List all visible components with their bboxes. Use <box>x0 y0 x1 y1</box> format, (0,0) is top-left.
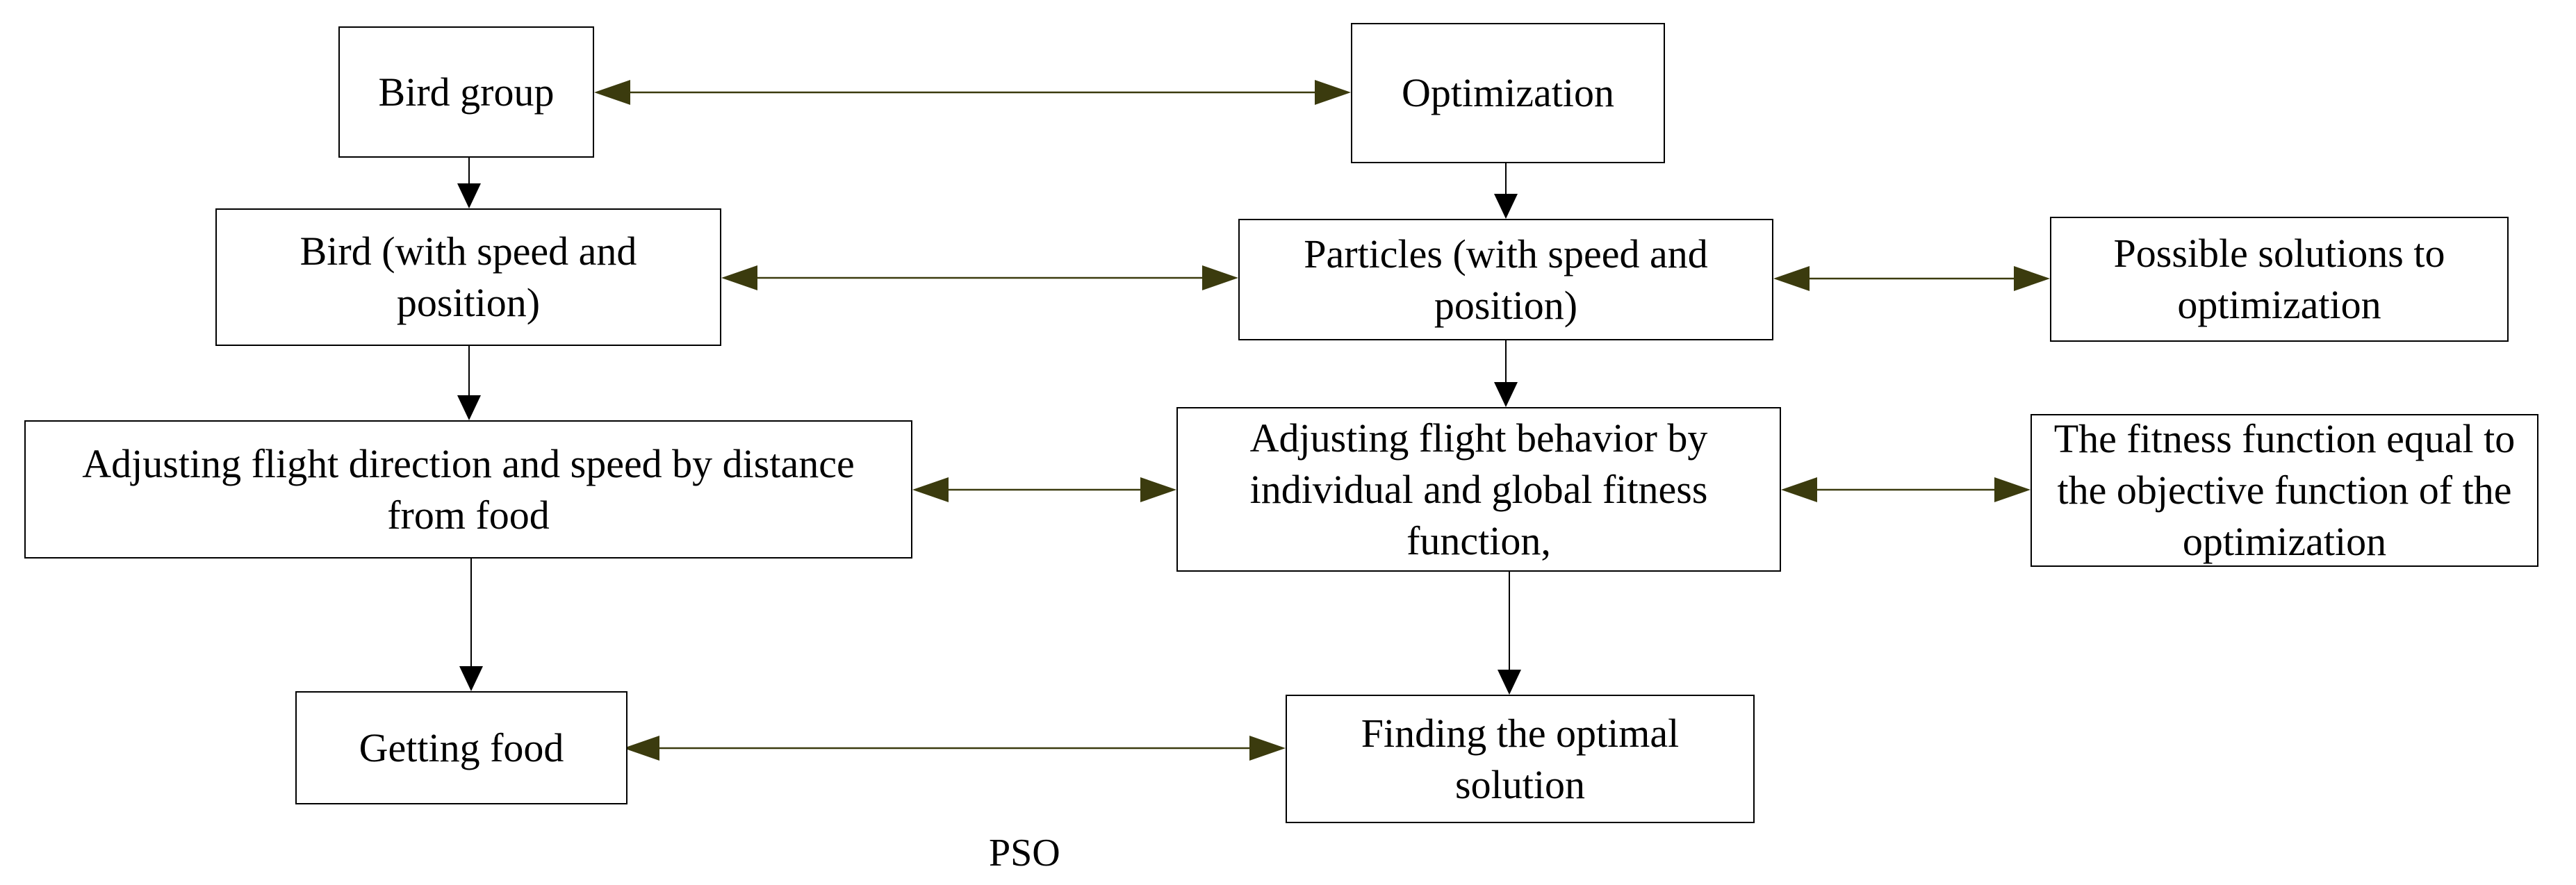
arrowhead-icon <box>912 477 949 502</box>
node-line: Getting food <box>359 725 564 770</box>
node-line: Optimization <box>1401 70 1615 115</box>
arrowhead-icon <box>1249 736 1286 761</box>
arrowhead-icon <box>1140 477 1176 502</box>
node-label: The fitness function equal to the object… <box>2054 413 2516 568</box>
node-label: Possible solutions to optimization <box>2114 228 2445 331</box>
connector-bird-group--bird <box>457 158 481 208</box>
node-line: Adjusting flight direction and speed by … <box>82 440 855 486</box>
node-bird-group: Bird group <box>338 26 594 158</box>
node-label: Adjusting flight direction and speed by … <box>82 438 854 541</box>
node-line: Possible solutions to <box>2113 231 2445 276</box>
arrowhead-icon <box>1781 477 1817 502</box>
arrowhead-icon <box>459 666 483 691</box>
arrowhead-icon <box>1773 266 1810 291</box>
arrowhead-icon <box>1494 382 1518 407</box>
node-label: Particles (with speed and position) <box>1304 229 1707 331</box>
node-adjusting-flight-direction: Adjusting flight direction and speed by … <box>24 420 912 559</box>
node-line: Bird (with speed and <box>300 229 637 274</box>
node-line: the objective function of the <box>2057 468 2512 513</box>
connector-getting-food--finding-optimal <box>623 736 1286 761</box>
node-optimization: Optimization <box>1351 23 1665 163</box>
arrowhead-icon <box>594 80 630 105</box>
node-possible-solutions: Possible solutions to optimization <box>2050 217 2509 342</box>
node-particles-speed-position: Particles (with speed and position) <box>1238 219 1773 340</box>
node-line: Finding the optimal <box>1361 710 1680 756</box>
node-label: Bird (with speed and position) <box>300 226 637 329</box>
node-getting-food: Getting food <box>295 691 627 804</box>
connector-adjusting-direction--adjusting-behavior <box>912 477 1176 502</box>
arrowhead-icon <box>457 395 481 420</box>
connector-bird-group--optimization <box>594 80 1351 105</box>
node-label: Finding the optimal solution <box>1361 708 1680 811</box>
node-fitness-function: The fitness function equal to the object… <box>2031 414 2538 567</box>
arrowhead-icon <box>623 736 659 761</box>
connector-particles--adjusting-behavior <box>1494 340 1518 407</box>
node-bird-speed-position: Bird (with speed and position) <box>215 208 721 346</box>
node-label: Getting food <box>359 722 564 774</box>
connector-adjusting-direction--getting-food <box>459 559 483 691</box>
connector-adjusting-behavior--finding-optimal <box>1498 572 1521 695</box>
arrowhead-icon <box>1498 670 1521 695</box>
diagram-caption-pso: PSO <box>989 832 1060 875</box>
node-line: Bird group <box>378 69 555 115</box>
node-line: Adjusting flight behavior by <box>1249 415 1708 461</box>
arrowhead-icon <box>1202 265 1238 290</box>
connector-particles--possible-solutions <box>1773 266 2050 291</box>
node-line: position) <box>396 280 541 325</box>
node-line: individual and global fitness <box>1249 466 1708 512</box>
node-line: position) <box>1434 282 1578 328</box>
node-line: function, <box>1406 518 1551 563</box>
arrowhead-icon <box>1315 80 1351 105</box>
arrowhead-icon <box>1494 194 1518 219</box>
arrowhead-icon <box>1994 477 2031 502</box>
node-label: Bird group <box>379 67 555 118</box>
node-line: optimization <box>2177 282 2381 327</box>
connector-bird--adjusting-direction <box>457 346 481 420</box>
node-line: The fitness function equal to <box>2053 416 2516 461</box>
node-line: solution <box>1455 761 1585 807</box>
node-label: Adjusting flight behavior by individual … <box>1250 413 1708 567</box>
connector-bird--particles <box>721 265 1238 290</box>
node-adjusting-flight-behavior: Adjusting flight behavior by individual … <box>1176 407 1781 572</box>
node-line: optimization <box>2182 519 2387 564</box>
arrowhead-icon <box>2014 266 2050 291</box>
node-label: Optimization <box>1402 67 1614 119</box>
node-line: Particles (with speed and <box>1304 231 1708 276</box>
connector-optimization--particles <box>1494 163 1518 219</box>
node-finding-optimal-solution: Finding the optimal solution <box>1286 695 1755 823</box>
arrowhead-icon <box>721 265 757 290</box>
node-line: from food <box>387 492 550 538</box>
arrowhead-icon <box>457 183 481 208</box>
connector-adjusting-behavior--fitness-function <box>1781 477 2031 502</box>
